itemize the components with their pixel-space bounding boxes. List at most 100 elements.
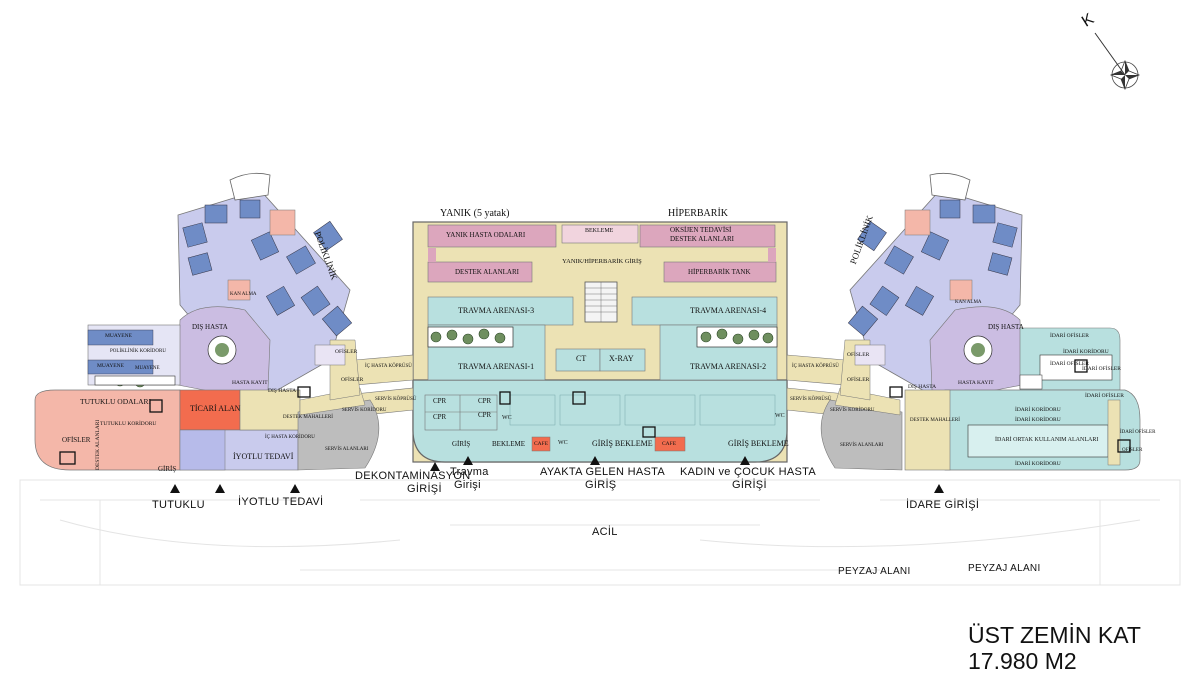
room-dis-hasta-left-2: DIŞ HASTA	[268, 388, 297, 394]
room-cpr-3: CPR	[478, 397, 492, 405]
tree-symbol	[478, 328, 490, 340]
room-servis-alanlari-right: SERVİS ALANLARI	[840, 443, 884, 448]
room-idari-ortak: İDARİ ORTAK KULLANIM ALANLARI	[995, 437, 1099, 443]
block-label-yanik: YANIK (5 yatak)	[440, 208, 510, 219]
entrance-arrow-tutuklu	[170, 484, 180, 493]
entrance-idare: İDARE GİRİŞİ	[906, 499, 980, 511]
entrance-ayakta-giris: GİRİŞ	[585, 479, 617, 491]
room-hasta-kayit-left: HASTA KAYIT	[232, 380, 268, 386]
travma-3-room	[427, 296, 574, 326]
room-cpr-2: CPR	[433, 413, 447, 421]
plan-title-area: 17.980 M2	[968, 648, 1077, 674]
cafe-left-area	[531, 436, 551, 452]
cafe-right-area	[654, 436, 686, 452]
room-idari-ofisler-2: İDARİ OFİSLER	[1050, 361, 1089, 367]
room-ofisler-left-2: OFİSLER	[335, 349, 358, 355]
room-idari-koridoru-1: İDARİ KORİDORU	[1063, 349, 1109, 355]
room-ic-hasta-koprusu-left: İÇ HASTA KÖPRÜSÜ	[365, 364, 412, 369]
room-dis-hasta-left: DIŞ HASTA	[192, 323, 228, 331]
room-servis-koprusu-left: SERVİS KÖPRÜSÜ	[375, 397, 417, 402]
entrance-travma-giris: Girişi	[454, 479, 481, 491]
right-wing	[786, 172, 1141, 471]
entrance-ayakta: AYAKTA GELEN HASTA	[540, 466, 666, 478]
entrance-arrow-dekontaminasyon	[430, 462, 440, 471]
room-ofisler-left-block: OFİSLER	[1122, 448, 1143, 453]
room-idari-ofisler-5: İDARİ OFİSLER	[1120, 430, 1156, 435]
tree-symbol	[462, 333, 474, 345]
room-ofisler-left: OFİSLER	[62, 436, 91, 444]
entrance-dekontaminasyon: DEKONTAMİNASYON	[355, 470, 471, 482]
entrance-arrow-iyotlu-2	[290, 484, 300, 493]
room-kan-alma-right: KAN ALMA	[955, 300, 982, 305]
tree-symbol	[700, 331, 712, 343]
room-ofisler-left-3: OFİSLER	[341, 377, 364, 383]
central-bottom-curve	[412, 379, 788, 463]
tree-symbol	[430, 331, 442, 343]
room-iyotlu-tedavi: İYOTLU TEDAVİ	[233, 452, 294, 461]
room-giris-small: GİRİŞ	[452, 440, 471, 448]
room-idari-ofisler-3: İDARİ OFİSLER	[1082, 366, 1121, 372]
room-travma-2: TRAVMA ARENASI-2	[690, 362, 767, 371]
room-idari-koridoru-2: İDARİ KORİDORU	[1015, 407, 1061, 413]
hiperbarik-tank-area	[663, 261, 777, 283]
room-servis-koprusu-right: SERVİS KÖPRÜSÜ	[790, 397, 832, 402]
tree-symbol	[732, 333, 744, 345]
room-tutuklu-koridoru: TUTUKLU KORİDORU	[100, 421, 157, 427]
room-wc-3: WC	[775, 413, 785, 419]
entrance-arrow-iyotlu	[215, 484, 225, 493]
room-travma-3: TRAVMA ARENASI-3	[458, 306, 535, 315]
room-ic-hasta-koprusu-right: İÇ HASTA KÖPRÜSÜ	[792, 364, 839, 369]
room-hiperbarik-tank: HİPERBARİK TANK	[688, 268, 751, 276]
tree-symbol	[748, 329, 760, 341]
room-dis-hasta-right-2: DIŞ HASTA	[908, 384, 937, 390]
room-wc-2: WC	[558, 440, 568, 446]
room-travma-1: TRAVMA ARENASI-1	[458, 362, 535, 371]
left-wing	[34, 172, 414, 471]
plan-title: ÜST ZEMİN KAT 17.980 M2	[968, 622, 1141, 674]
label-peyzaj-2: PEYZAJ ALANI	[968, 563, 1041, 574]
room-ct: CT	[576, 354, 587, 363]
bridge-left-upper	[354, 354, 414, 386]
room-ic-hasta-koridoru: İÇ HASTA KORİDORU	[265, 435, 315, 440]
room-destek-mahalleri-1: DESTEK MAHALLERİ	[283, 415, 333, 420]
room-servis-alanlari-left: SERVİS ALANLARI	[325, 447, 369, 452]
right-muayene-rooms	[847, 199, 1018, 337]
room-idari-koridoru-3: İDARİ KORİDORU	[1015, 417, 1061, 423]
room-tutuklu-odalari: TUTUKLU ODALARI	[80, 397, 152, 406]
room-kan-alma-left: KAN ALMA	[230, 292, 257, 297]
room-servis-koridoru-right: SERVİS KORİDORU	[830, 408, 875, 413]
room-yanik-hasta: YANIK HASTA ODALARI	[446, 231, 526, 239]
yanik-rooms-area	[427, 224, 557, 248]
room-bekleme-top: BEKLEME	[585, 228, 614, 234]
room-cpr-1: CPR	[433, 397, 447, 405]
room-servis-koridoru-left: SERVİS KORİDORU	[342, 408, 387, 413]
central-block	[114, 221, 1106, 463]
oksijen-area	[639, 224, 776, 248]
room-cafe-2: CAFE	[662, 441, 677, 447]
label-acil: ACİL	[592, 526, 618, 538]
entrance-iyotlu: İYOTLU TEDAVİ	[238, 496, 324, 508]
entrance-arrow-kadin	[740, 456, 750, 465]
room-ofisler-right-2: OFİSLER	[847, 377, 870, 383]
room-ofisler-right: OFİSLER	[847, 352, 870, 358]
room-xray: X-RAY	[609, 354, 634, 363]
room-destek-mahalleri-2: DESTEK MAHALLERİ	[910, 418, 960, 423]
room-travma-4: TRAVMA ARENASI-4	[690, 306, 767, 315]
tree-symbol	[716, 328, 728, 340]
room-bekleme-bottom: BEKLEME	[492, 440, 526, 448]
destek-area	[427, 261, 533, 283]
room-destek: DESTEK ALANLARI	[455, 268, 519, 276]
entrance-arrow-ayakta	[590, 456, 600, 465]
entrance-kadin: KADIN ve ÇOCUK HASTA	[680, 466, 816, 478]
room-poliklinik-koridoru: POLİKLİNİK KORİDORU	[110, 349, 166, 354]
entrance-arrow-travma	[463, 456, 473, 465]
cpr-rooms	[424, 394, 498, 431]
room-cafe-1: CAFE	[534, 441, 549, 447]
block-label-hiperbarik: HİPERBARİK	[668, 208, 729, 219]
room-muayene-2: MUAYENE	[97, 363, 124, 369]
entrance-travma: Travma	[450, 466, 489, 478]
xray-room	[599, 348, 646, 372]
entrance-kadin-giris: GİRİŞİ	[732, 479, 767, 491]
room-ticari-alan: TİCARİ ALAN	[190, 404, 241, 413]
